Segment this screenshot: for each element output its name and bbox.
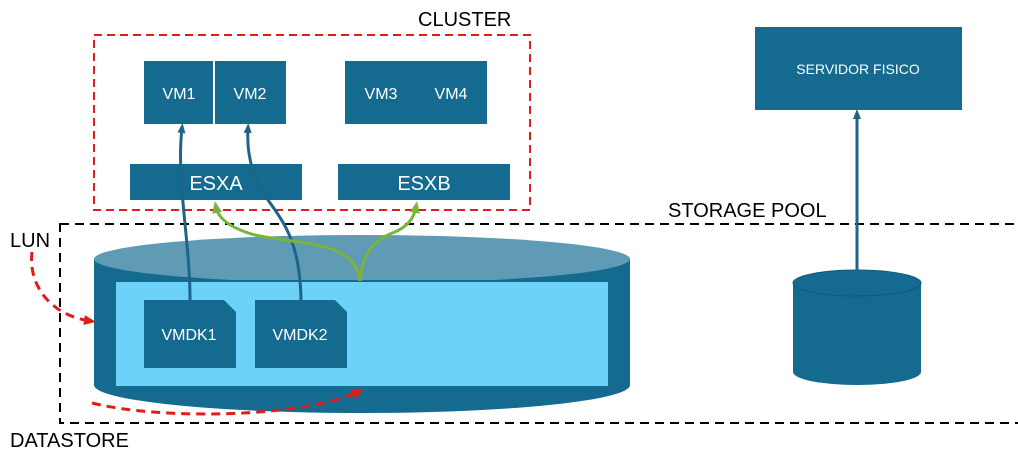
vm1-label: VM1 — [163, 86, 196, 103]
datastore-label: DATASTORE — [10, 430, 129, 450]
cluster-boundary — [93, 34, 531, 211]
storage-pool-boundary — [59, 223, 1018, 424]
physical-server — [755, 27, 962, 110]
vmdk2-label: VMDK2 — [272, 327, 327, 344]
datastore-callout-arrow — [91, 389, 364, 416]
vmdk1-to-vm1-arrow — [177, 123, 192, 301]
storage-pool-label: STORAGE POOL — [668, 200, 827, 222]
vmdk2-file — [255, 300, 347, 368]
physical-storage-body — [793, 283, 921, 385]
vmdk1-label: VMDK1 — [161, 327, 216, 344]
datastore-cylinder-top — [94, 235, 630, 283]
vm4-label: VM4 — [435, 86, 468, 103]
vm-group-b — [345, 61, 487, 124]
host-esxb-label: ESXB — [397, 173, 450, 195]
datastore-to-esxa-link — [212, 201, 362, 282]
physical-server-label: SERVIDOR FISICO — [796, 61, 920, 77]
host-esxa — [130, 164, 302, 200]
vm2-label: VM2 — [234, 86, 267, 103]
vmdk1-file — [144, 300, 236, 368]
host-esxb — [338, 164, 510, 200]
datastore-to-esxb-link — [358, 201, 420, 282]
vmdk2-to-vm2-arrow — [243, 123, 303, 301]
cluster-label: CLUSTER — [418, 9, 511, 31]
host-esxa-label: ESXA — [189, 173, 243, 195]
lun-label: LUN — [10, 230, 50, 252]
vm3-label: VM3 — [365, 86, 398, 103]
lun-callout-arrow — [30, 251, 96, 326]
